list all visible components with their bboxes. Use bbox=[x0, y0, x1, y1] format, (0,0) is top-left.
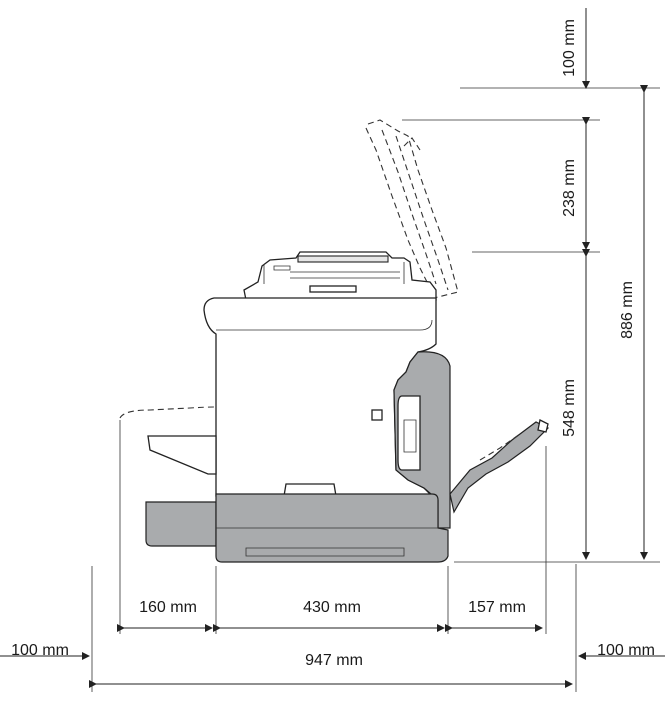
label-lid-open: 238 mm bbox=[561, 159, 578, 217]
printer-illustration bbox=[119, 119, 550, 563]
label-right-clearance: 100 mm bbox=[597, 642, 655, 659]
label-total-height: 886 mm bbox=[619, 281, 636, 339]
label-left-clearance: 100 mm bbox=[11, 642, 69, 659]
scanner-unit bbox=[243, 251, 437, 301]
label-total-width: 947 mm bbox=[305, 652, 363, 669]
label-right-tray: 157 mm bbox=[468, 599, 526, 616]
label-body-height: 548 mm bbox=[561, 379, 578, 437]
output-tray bbox=[147, 435, 217, 475]
open-lid-outline bbox=[365, 119, 459, 299]
label-body-width: 430 mm bbox=[303, 599, 361, 616]
label-top-clearance: 100 mm bbox=[561, 19, 578, 77]
dimension-labels: 100 mm 238 mm 548 mm 886 mm 160 mm 430 m… bbox=[11, 19, 655, 669]
bypass-tray bbox=[449, 419, 550, 514]
output-extension-outline bbox=[119, 406, 217, 419]
side-door bbox=[393, 351, 451, 529]
horizontal-dimensions bbox=[0, 420, 665, 692]
vertical-dimensions bbox=[402, 8, 660, 563]
paper-cassette bbox=[145, 493, 449, 563]
label-left-tray: 160 mm bbox=[139, 599, 197, 616]
